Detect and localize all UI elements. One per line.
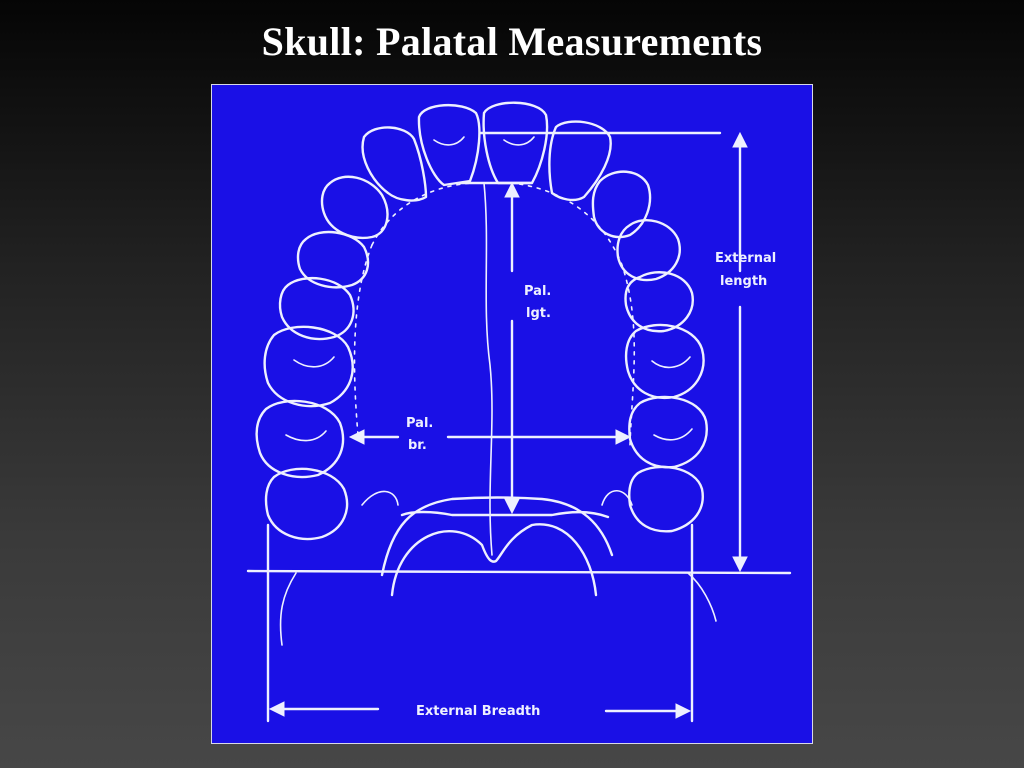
tooth [482,101,549,185]
posterior-nasal-spine [400,510,610,519]
palatal-breadth-label: Pal. [406,416,433,431]
midline-suture [483,182,493,556]
tooth [255,399,345,479]
tooth [361,126,428,202]
palatal-length-label: Pal. [524,284,551,299]
tooth [264,467,349,541]
external-length-label-2: length [720,274,767,289]
tooth [591,170,652,239]
tooth [624,323,705,400]
palatal-breadth-label-2: br. [408,438,427,453]
tooth [548,120,612,202]
choanae [390,523,598,597]
tooth [628,465,704,533]
tooth [263,325,354,408]
posterior-palate [380,496,614,577]
palatal-length-label-2: lgt. [526,306,551,321]
tooth [320,175,389,240]
external-length-label: External [715,251,776,266]
tooth [417,103,481,187]
dental-arch [255,101,708,541]
tooth [296,230,370,289]
tooth [624,271,694,333]
palate-drawing: External length Pal. lgt. Pal. br. Exter… [246,101,792,723]
external-breadth-label: External Breadth [416,704,540,719]
tooth [628,395,708,469]
tooth [616,219,681,282]
palatal-measurement-diagram: External length Pal. lgt. Pal. br. Exter… [211,84,813,744]
slide-title: Skull: Palatal Measurements [261,19,763,64]
tooth [278,277,355,341]
posterior-baseline [246,569,792,575]
